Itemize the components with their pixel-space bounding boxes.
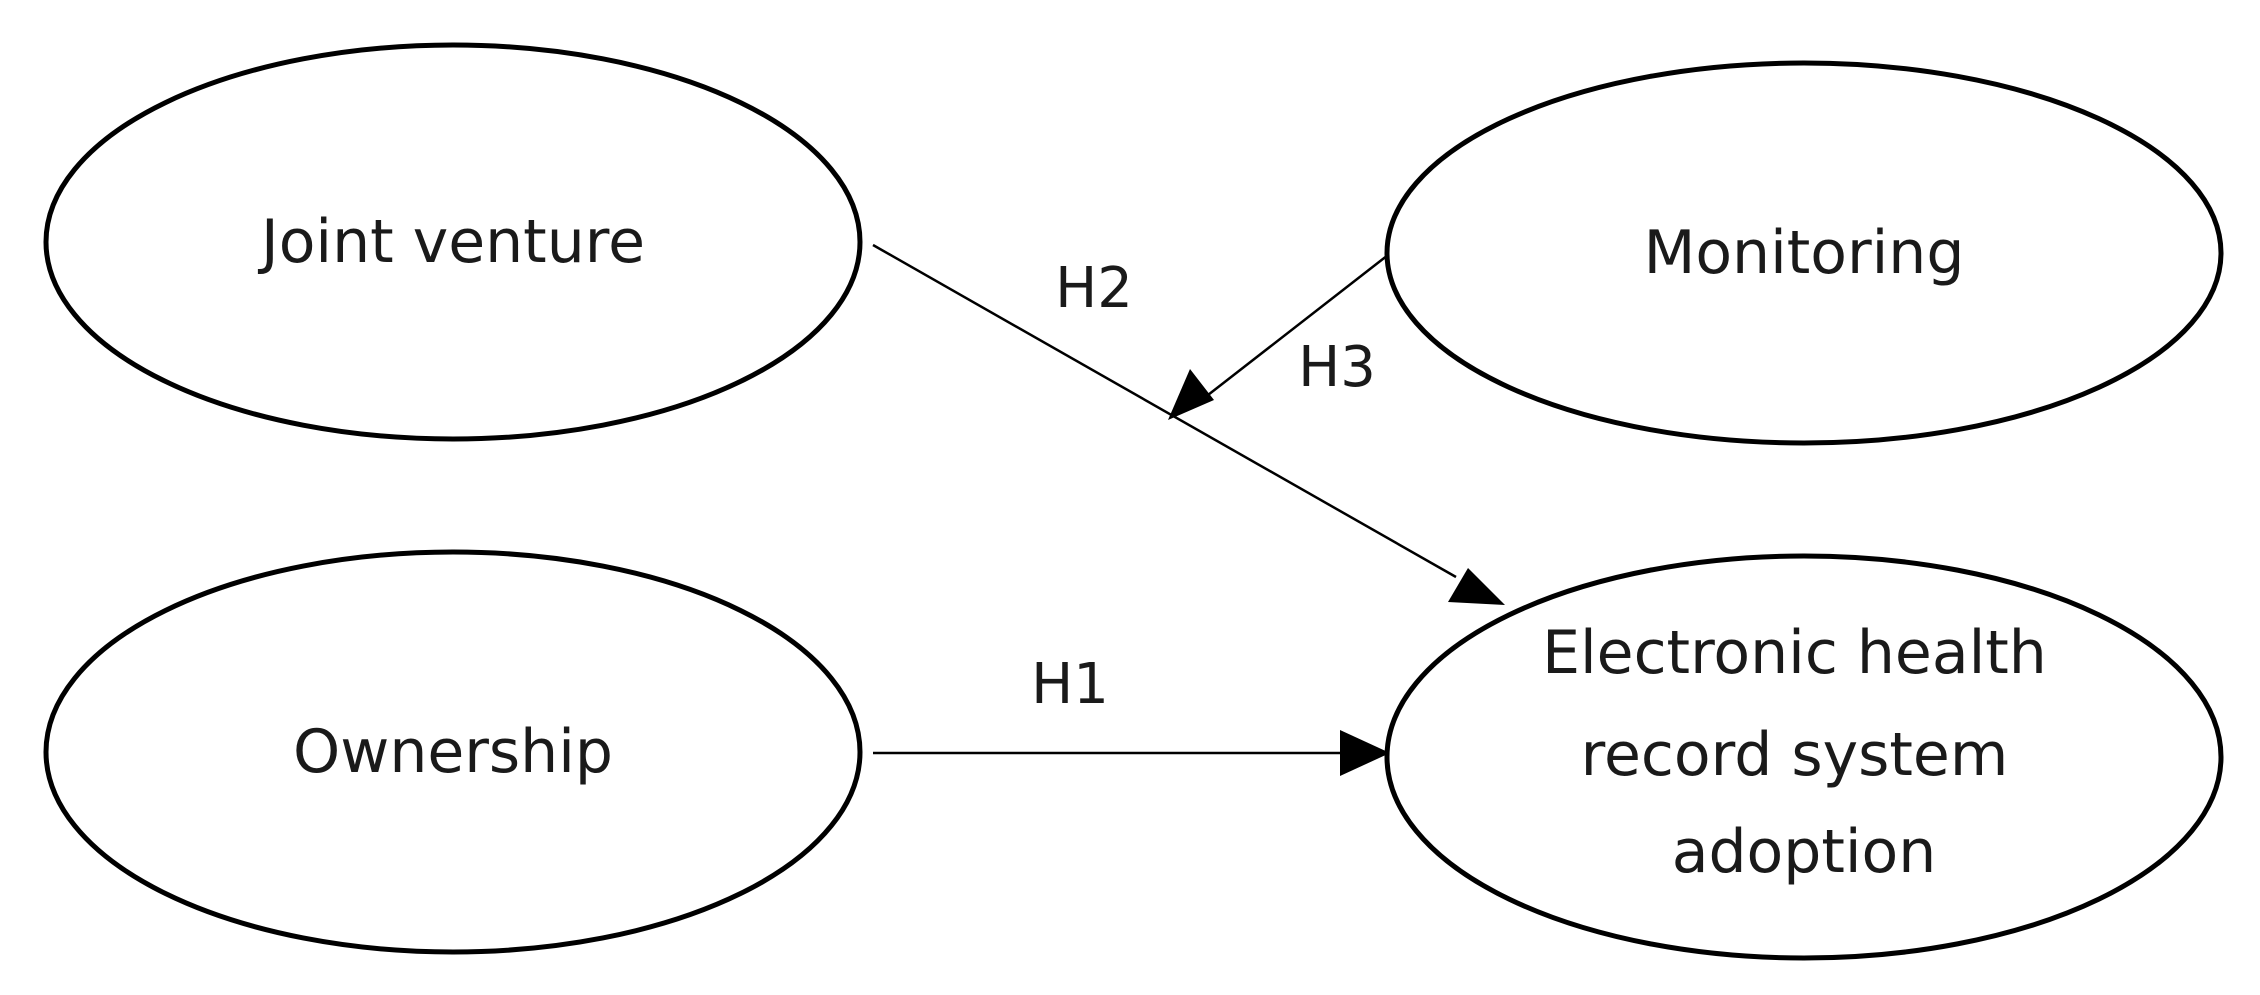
edge-h2-label: H2 (1055, 256, 1133, 321)
node-monitoring-ellipse (1384, 60, 2224, 446)
node-monitoring-label: Monitoring (1644, 218, 1965, 288)
edge-h3-line (1207, 254, 1389, 396)
edge-h2-arrowhead (1448, 568, 1505, 605)
edge-h1 (873, 730, 1390, 776)
edge-h3-label: H3 (1298, 335, 1376, 400)
node-ownership: Ownership (43, 549, 863, 955)
node-joint-venture-label: Joint venture (257, 207, 645, 277)
edge-h3-arrowhead (1168, 369, 1214, 420)
node-ehr-adoption-label: Electronic health record system adoption (1542, 618, 2066, 887)
edge-h1-arrowhead (1340, 730, 1390, 776)
node-ehr-adoption-line-2: record system (1581, 720, 2009, 790)
node-ehr-adoption-line-1: Electronic health (1542, 618, 2047, 688)
edge-h1-label: H1 (1031, 652, 1109, 717)
edge-h2 (872, 243, 1505, 605)
node-ehr-adoption-line-3: adoption (1672, 817, 1937, 887)
node-joint-venture-ellipse (43, 42, 863, 442)
node-ownership-ellipse (43, 549, 863, 955)
edge-h3 (1168, 254, 1389, 420)
node-joint-venture: Joint venture (43, 42, 863, 442)
edge-h2-line (872, 243, 1457, 579)
node-ehr-adoption: Electronic health record system adoption (1384, 553, 2224, 961)
node-ehr-adoption-ellipse (1384, 553, 2224, 961)
node-monitoring: Monitoring (1384, 60, 2224, 446)
node-ownership-label: Ownership (293, 717, 613, 787)
